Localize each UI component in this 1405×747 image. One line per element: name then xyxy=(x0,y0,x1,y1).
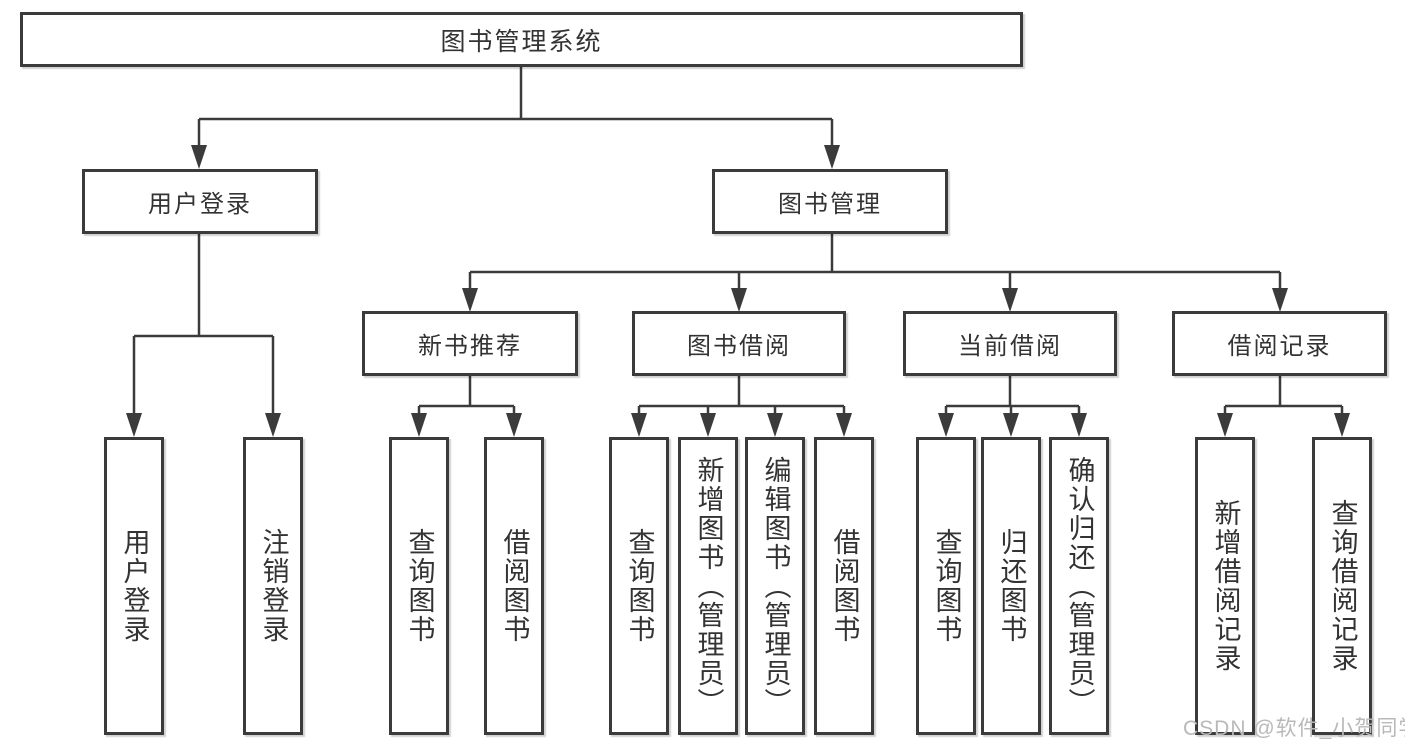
node-label: 编辑图书（管理员） xyxy=(760,455,791,717)
leaf-query-books-3: 查询图书 xyxy=(916,437,976,735)
node-label: 查询图书 xyxy=(931,528,962,644)
node-library-management-system: 图书管理系统 xyxy=(20,12,1023,67)
leaf-query-books: 查询图书 xyxy=(389,437,449,735)
leaf-logout: 注销登录 xyxy=(243,437,303,735)
connector-paths xyxy=(132,67,1344,415)
leaf-query-borrow-record: 查询借阅记录 xyxy=(1312,437,1372,735)
leaf-return-books: 归还图书 xyxy=(981,437,1041,735)
node-label: 查询图书 xyxy=(404,528,435,644)
node-label: 查询图书 xyxy=(624,528,655,644)
node-label: 注销登录 xyxy=(258,528,289,644)
node-book-borrowing: 图书借阅 xyxy=(632,311,846,376)
node-label: 查询借阅记录 xyxy=(1327,499,1358,673)
node-new-book-recommendation: 新书推荐 xyxy=(362,311,578,376)
node-current-borrowing: 当前借阅 xyxy=(903,311,1117,376)
node-user-login: 用户登录 xyxy=(82,169,318,234)
node-label: 当前借阅 xyxy=(958,333,1062,360)
leaf-query-books-2: 查询图书 xyxy=(609,437,669,735)
node-label: 图书管理 xyxy=(778,191,882,218)
node-label: 新增借阅记录 xyxy=(1210,499,1241,673)
leaf-borrow-books-2: 借阅图书 xyxy=(814,437,874,735)
leaf-edit-books-admin: 编辑图书（管理员） xyxy=(745,437,805,735)
node-book-management: 图书管理 xyxy=(712,169,948,234)
node-label: 借阅图书 xyxy=(499,528,530,644)
node-label: 用户登录 xyxy=(148,191,252,218)
leaf-user-login: 用户登录 xyxy=(104,437,164,735)
node-label: 借阅记录 xyxy=(1227,333,1332,360)
csdn-watermark: CSDN @软件_小贺同学 xyxy=(1183,717,1405,740)
leaf-confirm-return-admin: 确认归还（管理员） xyxy=(1049,437,1109,735)
node-label: 图书管理系统 xyxy=(440,27,603,56)
node-label: 新书推荐 xyxy=(418,333,522,360)
node-label: 确认归还（管理员） xyxy=(1064,455,1095,717)
leaf-add-books-admin: 新增图书（管理员） xyxy=(678,437,738,735)
node-label: 新增图书（管理员） xyxy=(693,455,724,717)
node-label: 图书借阅 xyxy=(687,333,791,360)
leaf-borrow-books: 借阅图书 xyxy=(484,437,544,735)
node-label: 归还图书 xyxy=(996,528,1027,644)
node-label: 用户登录 xyxy=(119,528,150,644)
leaf-add-borrow-record: 新增借阅记录 xyxy=(1195,437,1255,735)
arrowheads xyxy=(126,145,1350,437)
node-label: 借阅图书 xyxy=(829,528,860,644)
node-borrow-records: 借阅记录 xyxy=(1172,311,1387,376)
